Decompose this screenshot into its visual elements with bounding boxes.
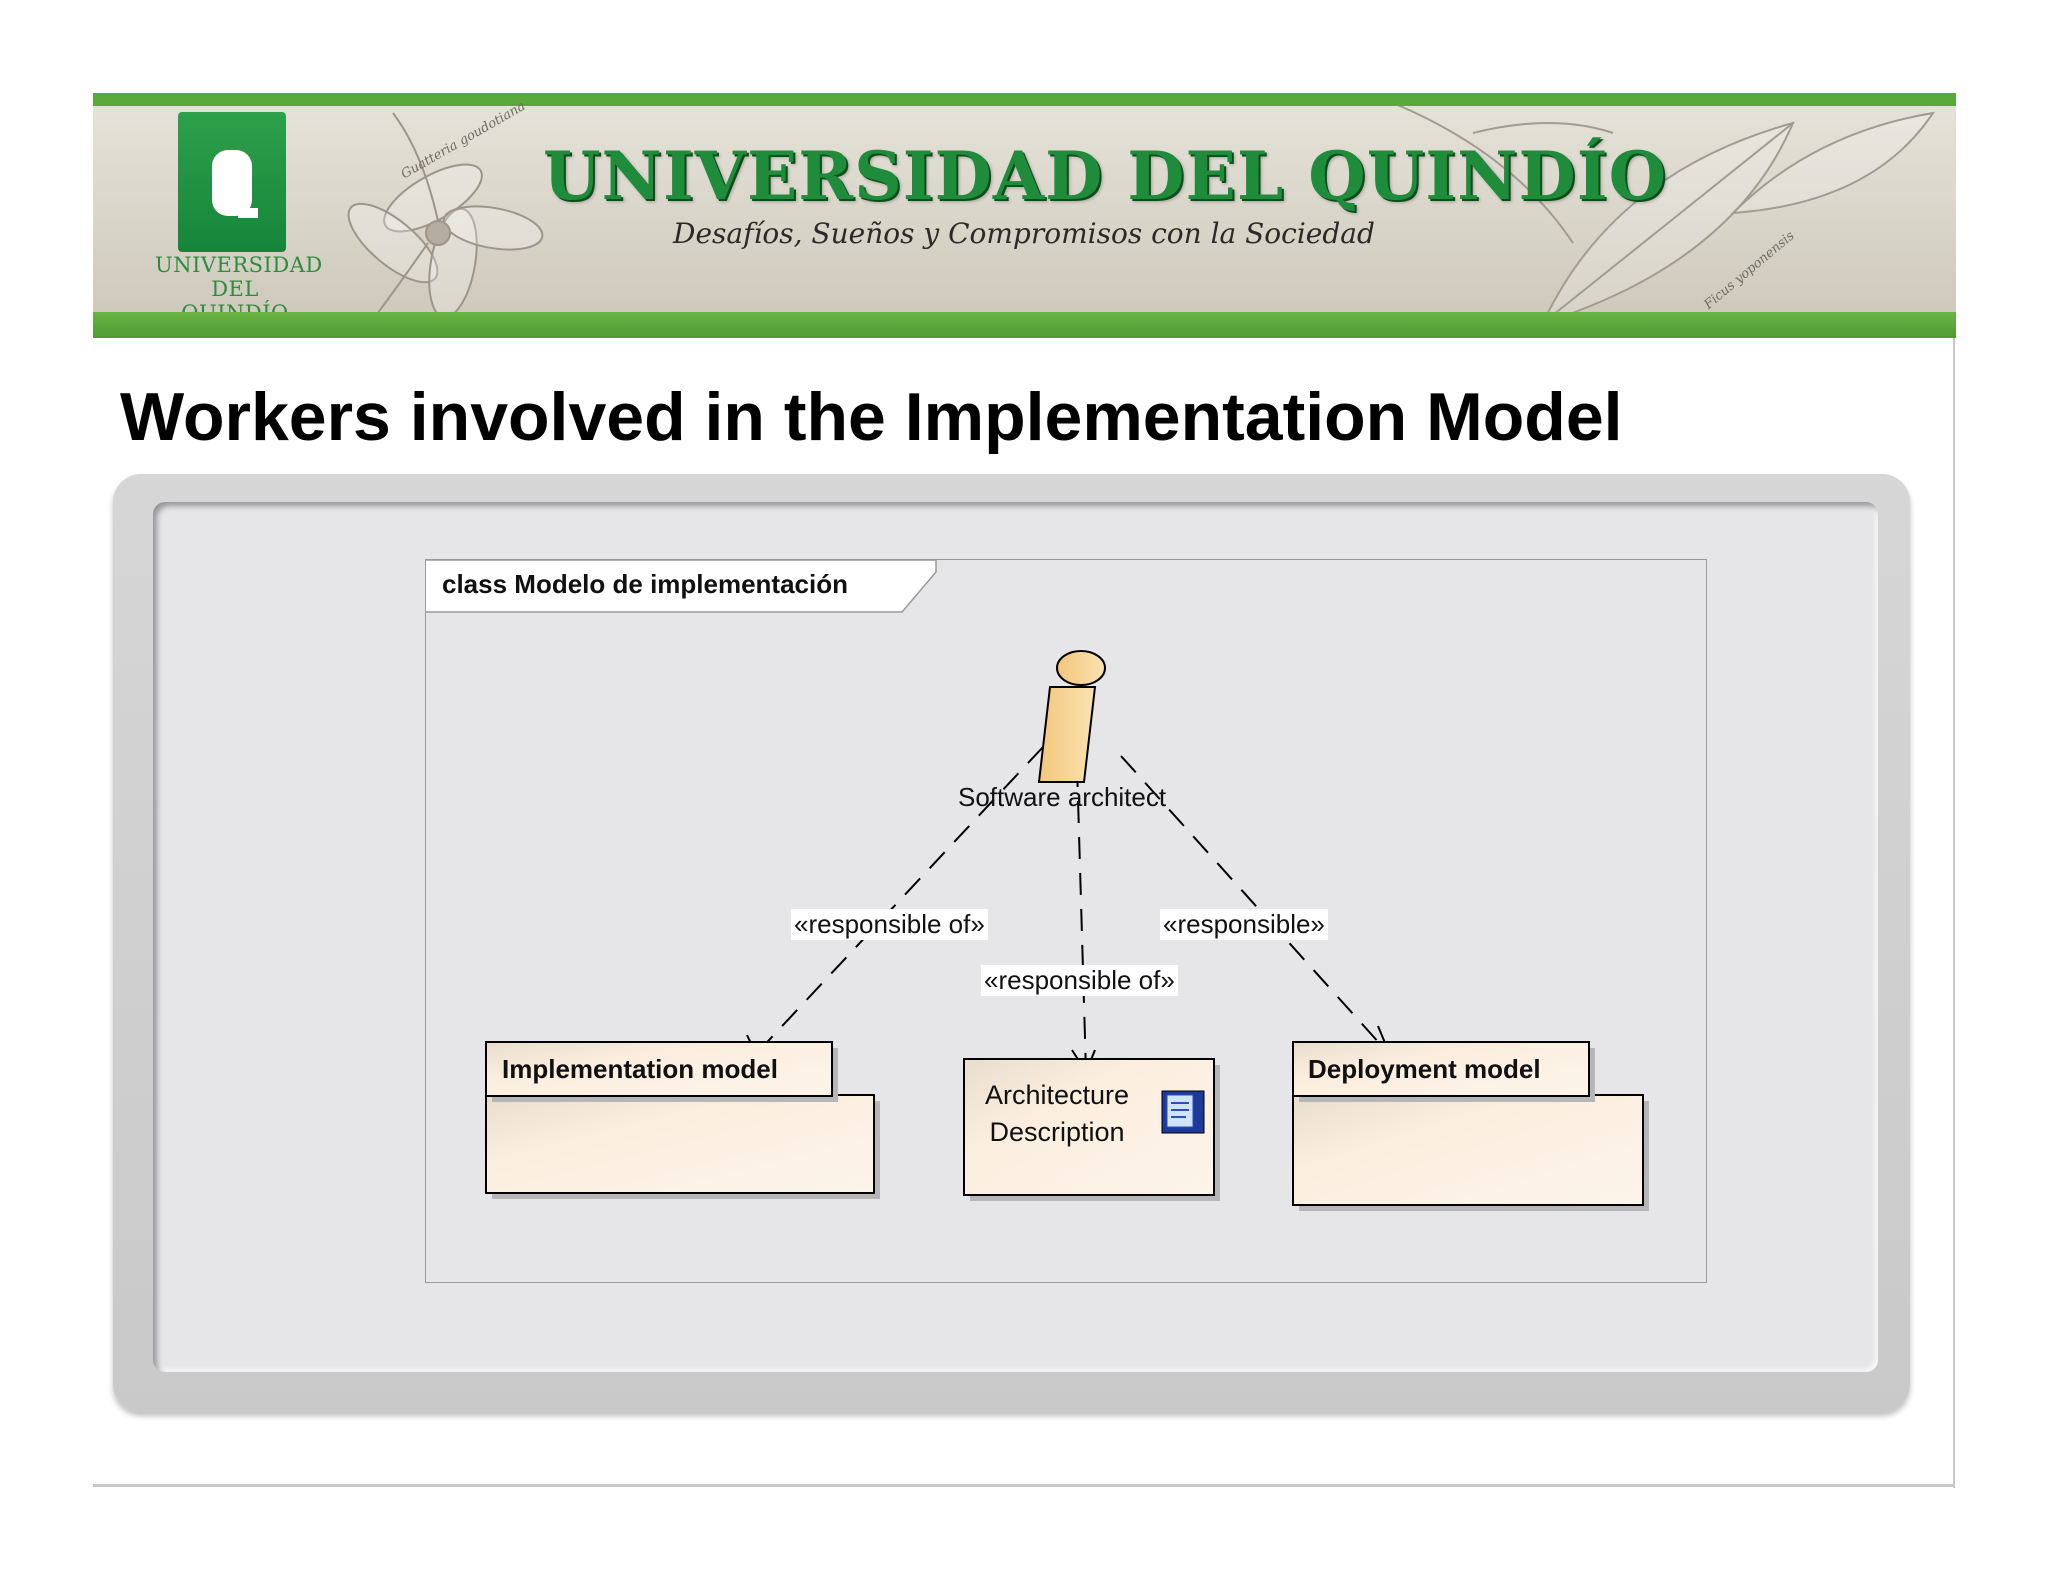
architecture-description-line1: Architecture [984, 1080, 1130, 1110]
stereotype-label-deployment: «responsible» [1160, 909, 1328, 940]
deployment-model-package[interactable] [1292, 1041, 1649, 1211]
university-name: UNIVERSIDAD DEL QUINDÍO [543, 137, 1668, 215]
university-tagline: Desafíos, Sueños y Compromisos con la So… [673, 217, 1375, 250]
implementation-model-package[interactable] [485, 1041, 880, 1199]
dependency-line-deployment [1120, 755, 1391, 1056]
uml-diagram: class Modelo de implementación Software … [425, 559, 1707, 1283]
stereotype-label-implementation: «responsible of» [791, 909, 988, 940]
frame-label: class Modelo de implementación [442, 569, 848, 599]
banner-decoration [347, 102, 1936, 334]
banner-bottom-bar [93, 312, 1956, 338]
university-banner: UNIVERSIDAD DEL QUINDÍO Guatteria goudot… [93, 93, 1956, 338]
worker-icon [1037, 650, 1106, 783]
actor-label: Software architect [958, 782, 1167, 812]
frame-label-tab [426, 560, 937, 613]
slide-title: Workers involved in the Implementation M… [120, 379, 1623, 455]
logo-text-line1: UNIVERSIDAD [155, 253, 323, 277]
slide-right-border [1953, 338, 1955, 1488]
university-logo-icon [178, 112, 286, 252]
slide-bottom-rule [93, 1484, 1955, 1487]
document-icon [1161, 1090, 1205, 1134]
dependency-line-architecture [1076, 764, 1087, 1073]
architecture-description-label: Architecture Description [962, 1077, 1152, 1151]
uml-connectors [426, 560, 1649, 1211]
implementation-model-label: Implementation model [502, 1054, 778, 1084]
stereotype-label-architecture: «responsible of» [981, 965, 1178, 996]
architecture-description-line2: Description [989, 1117, 1125, 1147]
deployment-model-label: Deployment model [1308, 1054, 1541, 1084]
banner-top-bar [93, 93, 1956, 106]
architecture-description-artifact[interactable] [963, 1058, 1220, 1201]
